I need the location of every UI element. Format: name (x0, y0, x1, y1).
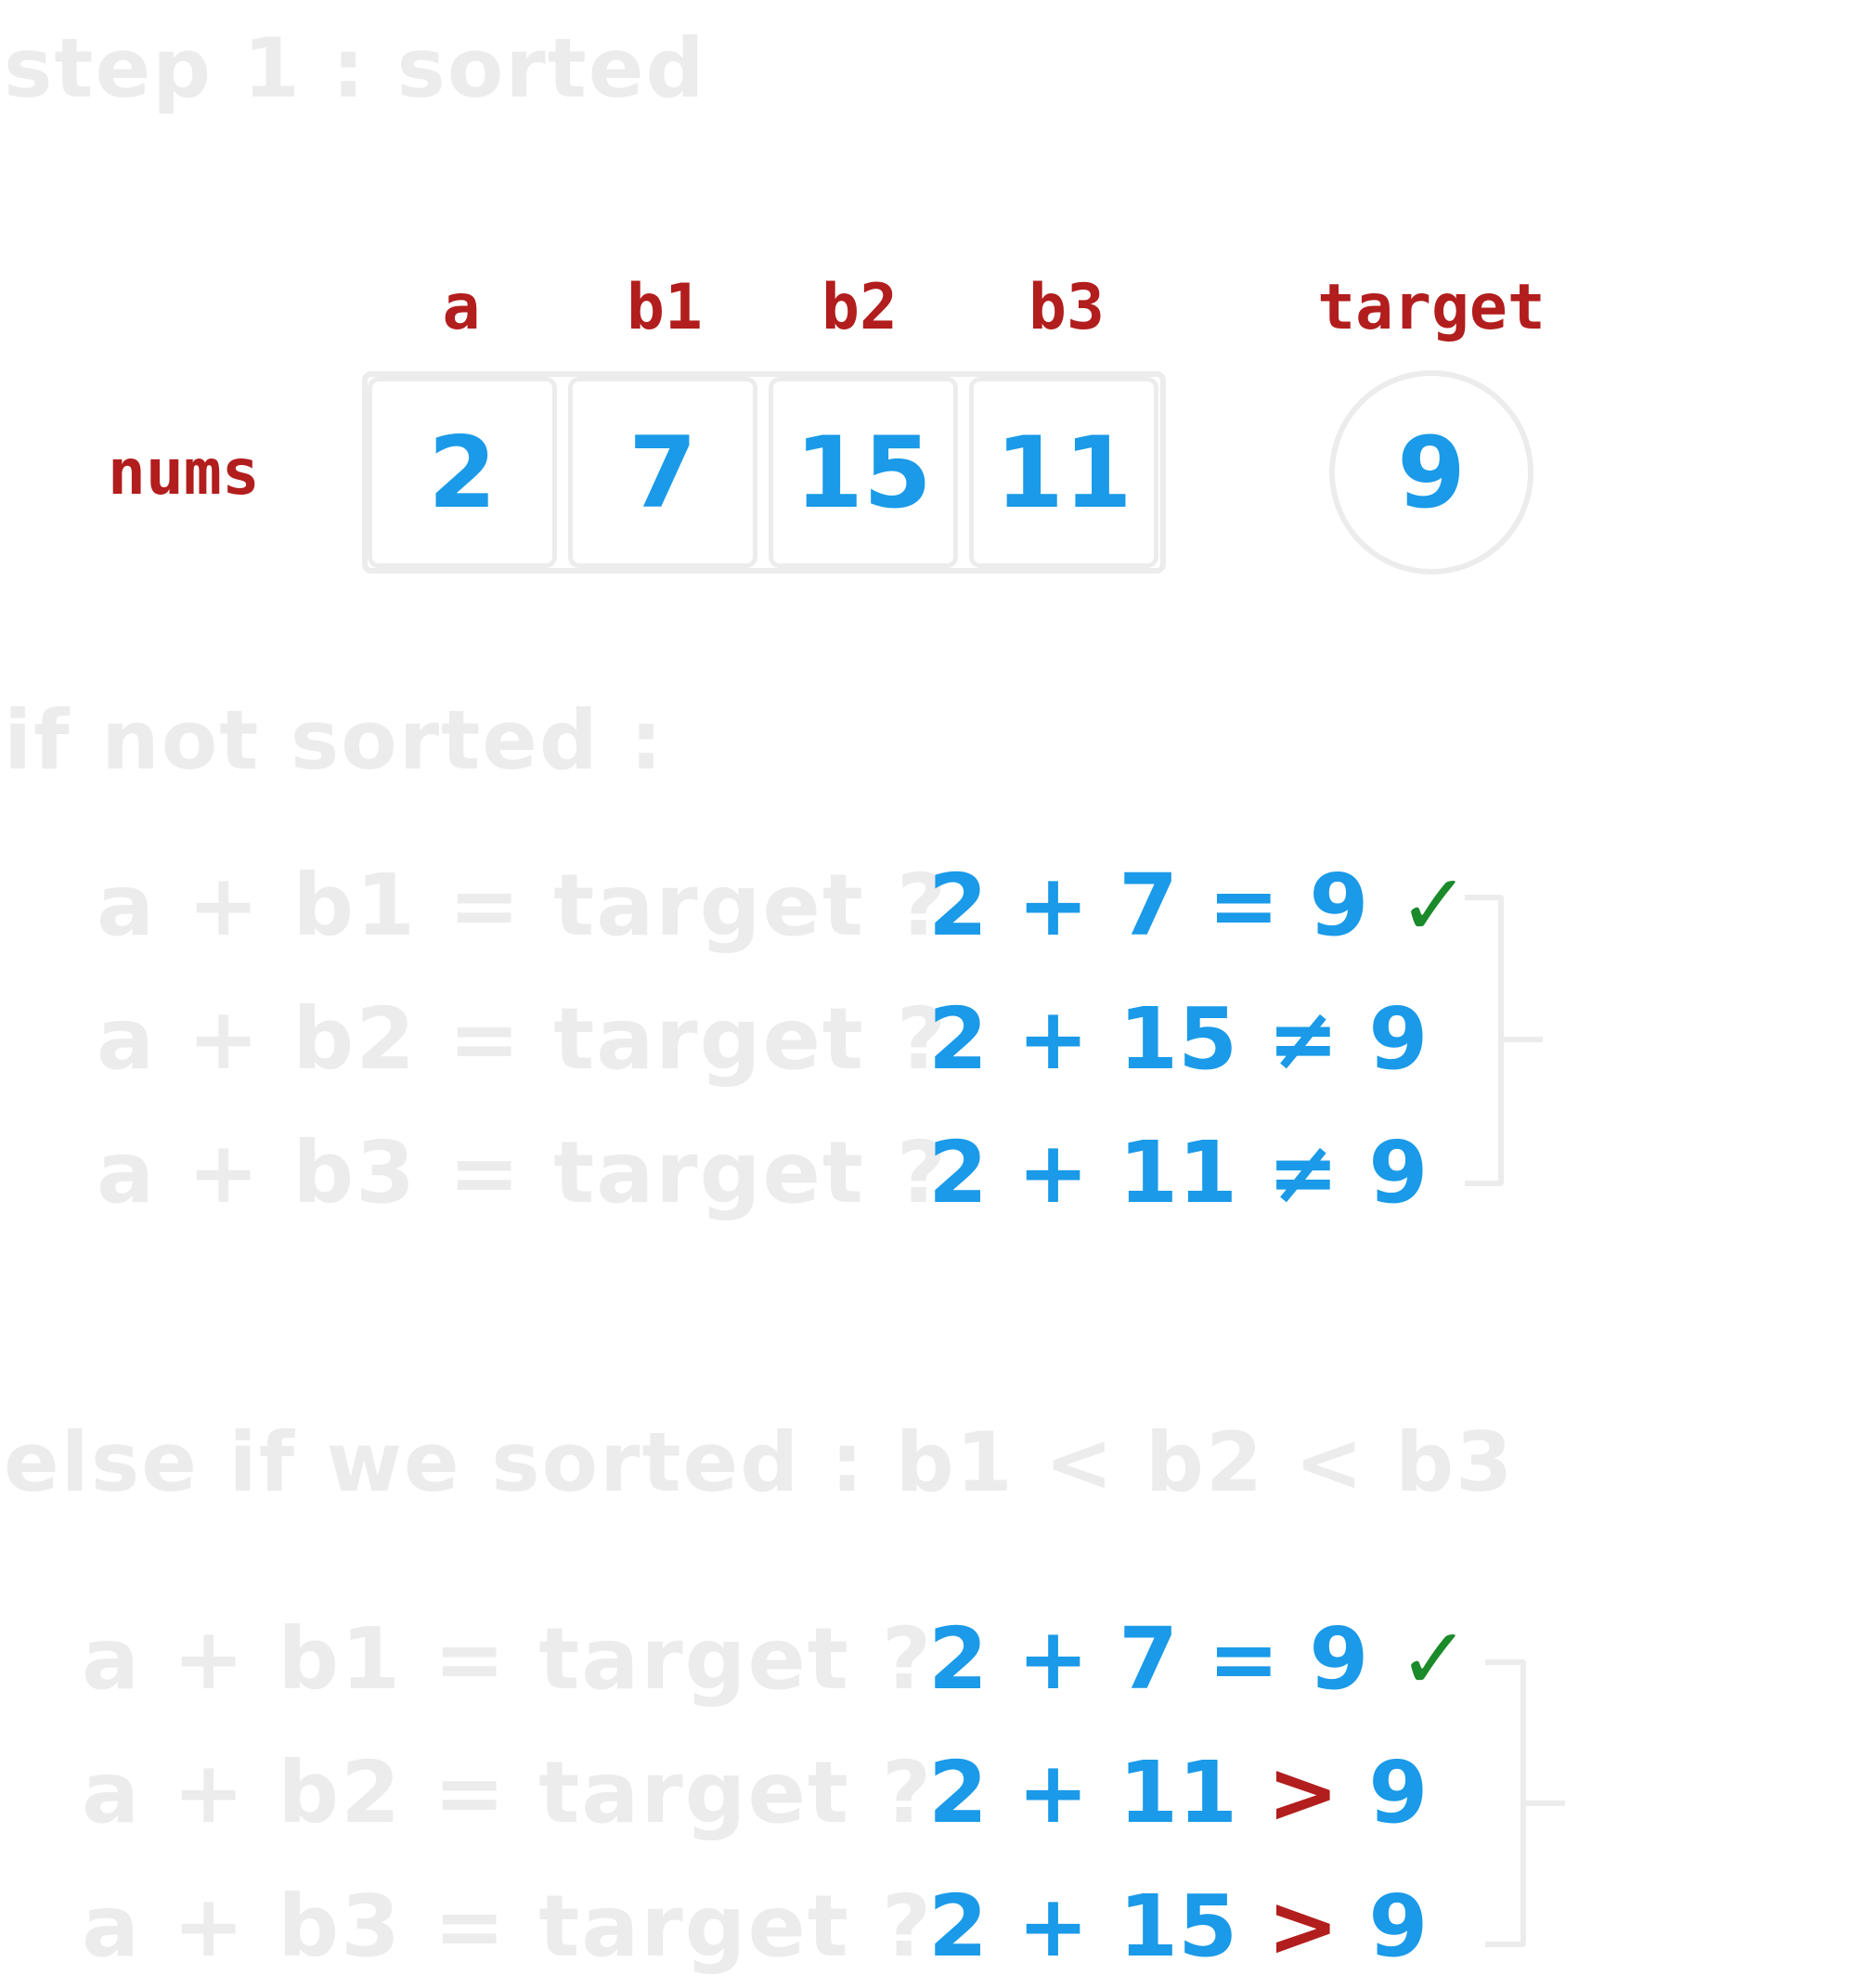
array-cell-b2: 15 (769, 377, 958, 568)
check-icon: ✓ (1398, 856, 1470, 955)
unsorted-question-b2: a + b2 = target ? (97, 989, 949, 1089)
unsorted-bracket (1465, 895, 1504, 1186)
equation-operator: > (1267, 1743, 1339, 1842)
target-label: target (1317, 271, 1546, 344)
equation-operator: ≠ (1267, 1123, 1339, 1222)
equation-rhs: 9 (1368, 1877, 1429, 1976)
equation-lhs: 2 + 15 (928, 989, 1238, 1089)
equation-operator: = (1208, 1609, 1280, 1709)
array-cell-b1: 7 (568, 377, 757, 568)
equation-rhs: 9 (1309, 856, 1369, 955)
sorted-equation-b3: 2 + 15 > 9 (928, 1877, 1428, 1976)
unsorted-equation-b2: 2 + 15 ≠ 9 (928, 989, 1428, 1089)
sorted-question-b3: a + b3 = target ? (82, 1877, 934, 1976)
array-frame (362, 371, 1166, 574)
heading-if-sorted: else if we sorted : b1 < b2 < b3 (4, 1414, 1515, 1510)
sorted-question-b2: a + b2 = target ? (82, 1743, 934, 1842)
array-cell-a: 2 (368, 377, 557, 568)
unsorted-question-b1: a + b1 = target ? (97, 856, 949, 955)
unsorted-question-b3: a + b3 = target ? (97, 1123, 949, 1222)
equation-operator: > (1267, 1877, 1339, 1976)
equation-lhs: 2 + 11 (928, 1123, 1238, 1222)
equation-operator: ≠ (1267, 989, 1339, 1089)
equation-rhs: 9 (1368, 1743, 1429, 1842)
sorted-equation-b1: 2 + 7 = 9 ✓ (928, 1609, 1469, 1709)
equation-rhs: 9 (1368, 1123, 1429, 1222)
heading-if-not-sorted: if not sorted : (4, 692, 665, 788)
sorted-bracket (1485, 1659, 1526, 1947)
equation-operator: = (1208, 856, 1280, 955)
equation-rhs: 9 (1309, 1609, 1369, 1709)
equation-lhs: 2 + 7 (928, 1609, 1179, 1709)
index-label-b1: b1 (627, 271, 703, 344)
heading-step-1: step 1 : sorted (4, 20, 706, 116)
sorted-bracket-stub (1526, 1801, 1565, 1806)
index-label-b2: b2 (822, 271, 898, 344)
array-cell-b3: 11 (969, 377, 1158, 568)
nums-label: nums (108, 436, 260, 510)
unsorted-bracket-stub (1504, 1037, 1543, 1042)
equation-lhs: 2 + 11 (928, 1743, 1238, 1842)
unsorted-equation-b3: 2 + 11 ≠ 9 (928, 1123, 1428, 1222)
equation-lhs: 2 + 7 (928, 856, 1179, 955)
equation-lhs: 2 + 15 (928, 1877, 1238, 1976)
target-circle: 9 (1329, 370, 1533, 574)
index-label-b3: b3 (1029, 271, 1105, 344)
sorted-equation-b2: 2 + 11 > 9 (928, 1743, 1428, 1842)
equation-rhs: 9 (1368, 989, 1429, 1089)
unsorted-equation-b1: 2 + 7 = 9 ✓ (928, 856, 1469, 955)
sorted-question-b1: a + b1 = target ? (82, 1609, 934, 1709)
check-icon: ✓ (1398, 1609, 1470, 1709)
index-label-a: a (442, 271, 481, 344)
